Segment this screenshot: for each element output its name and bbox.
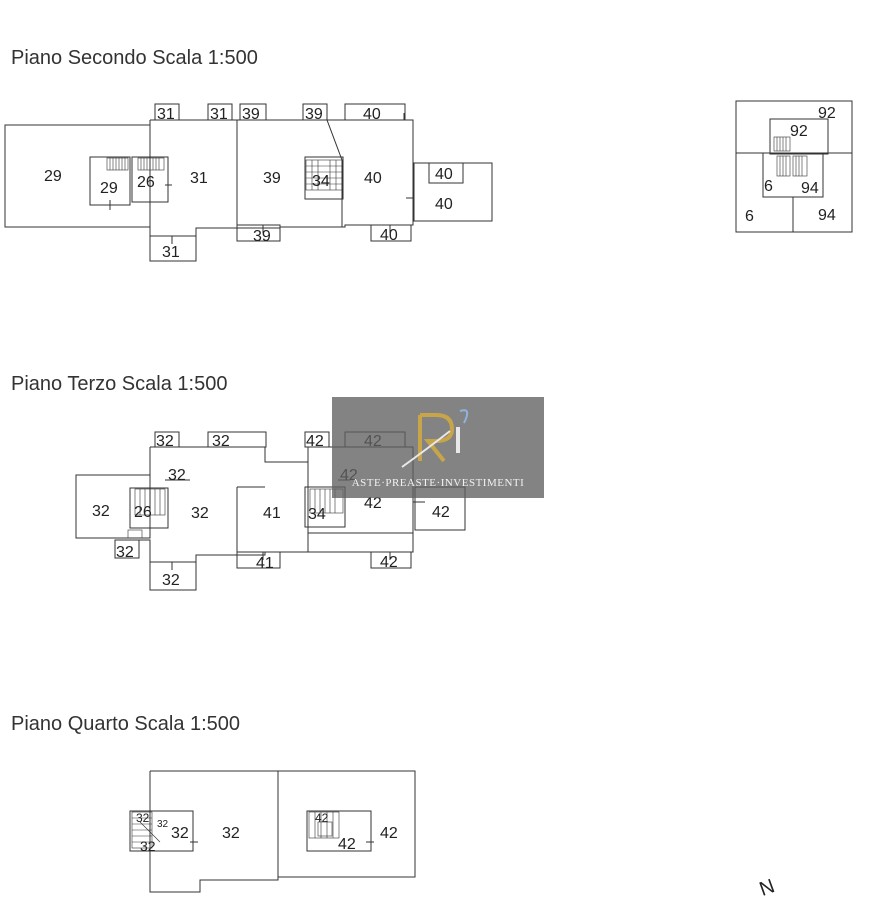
unit-label: 31 [162, 244, 180, 261]
plan-secondo-outline [4, 103, 493, 262]
unit-label: 31 [157, 106, 175, 123]
unit-label: 42 [338, 836, 356, 853]
unit-label: 40 [435, 196, 453, 213]
unit-label: 32 [162, 572, 180, 589]
unit-label: 40 [380, 227, 398, 244]
unit-label: 31 [210, 106, 228, 123]
title-piano-terzo: Piano Terzo Scala 1:500 [11, 373, 228, 395]
map-label: 92 [790, 123, 808, 140]
unit-label: 32 [116, 544, 134, 561]
unit-label: 32 [171, 825, 189, 842]
unit-label: 42 [380, 825, 398, 842]
location-map-outline [735, 100, 853, 233]
map-label: 94 [818, 207, 836, 224]
unit-label: 32 [92, 503, 110, 520]
unit-label: 34 [308, 506, 326, 523]
unit-label: 26 [134, 504, 152, 521]
title-piano-secondo: Piano Secondo Scala 1:500 [11, 47, 258, 69]
unit-label: 29 [44, 168, 62, 185]
unit-label: 39 [242, 106, 260, 123]
unit-label: 32 [168, 467, 186, 484]
unit-label: 32 [157, 819, 169, 830]
plan-quarto-outline [129, 770, 416, 893]
unit-label: 39 [263, 170, 281, 187]
map-label: 92 [818, 105, 836, 122]
unit-label: 32 [191, 505, 209, 522]
unit-label: 42 [380, 554, 398, 571]
unit-label: 32 [136, 811, 150, 825]
unit-label: 42 [315, 811, 329, 825]
unit-label: 31 [190, 170, 208, 187]
watermark-banner: ASTE·PREASTE·INVESTIMENTI [332, 397, 544, 498]
unit-label: 32 [222, 825, 240, 842]
unit-label: 42 [432, 504, 450, 521]
unit-label: 32 [140, 838, 156, 854]
unit-label: 26 [137, 174, 155, 191]
unit-label: 29 [100, 180, 118, 197]
unit-label: 34 [312, 173, 330, 190]
unit-label: 40 [435, 166, 453, 183]
unit-label: 39 [253, 228, 271, 245]
unit-label: 40 [363, 106, 381, 123]
unit-label: 42 [306, 433, 324, 450]
unit-label: 41 [263, 505, 281, 522]
unit-label: 39 [305, 106, 323, 123]
map-label: 6 [745, 208, 754, 225]
unit-label: 32 [156, 433, 174, 450]
map-label: 6 [764, 178, 773, 195]
unit-label: 40 [364, 170, 382, 187]
watermark-text: ASTE·PREASTE·INVESTIMENTI [351, 477, 525, 489]
map-label: 94 [801, 180, 819, 197]
unit-label: 42 [364, 495, 382, 512]
unit-label: 32 [212, 433, 230, 450]
title-piano-quarto: Piano Quarto Scala 1:500 [11, 713, 241, 735]
unit-label: 41 [256, 555, 274, 572]
watermark-logo-icon [401, 409, 469, 468]
